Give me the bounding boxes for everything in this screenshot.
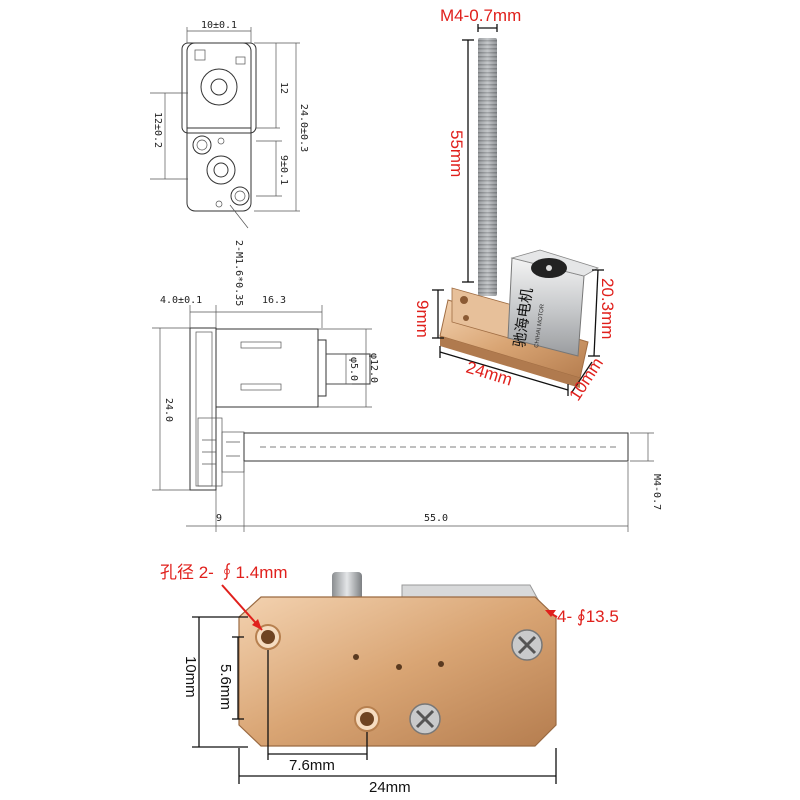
motor-photo-top: 驰海电机 CHIHAI MOTOR M4-0.7mm 55mm 20.3mm 9…: [413, 6, 617, 404]
top-width-dim: 10±0.1: [201, 20, 237, 31]
top-view-drawing: 10±0.1 12 24.0±0.3 12±0.2 9±0.1 2-M1.6*0…: [150, 20, 309, 306]
height-label: 20.3mm: [598, 278, 617, 339]
height-label-bottom: 10mm: [182, 656, 199, 698]
screw-note: 2-M1.6*0.35: [233, 240, 244, 306]
plate-photo-bottom: 孔径 2- ∮1.4mm 4- ∮13.5 10mm 5.6mm 7.6mm 2…: [160, 563, 619, 796]
thread-dim: M4-0.7: [651, 474, 662, 510]
corner-label: 4- ∮13.5: [557, 607, 619, 626]
hole-pitch-dim: 9±0.1: [278, 155, 289, 185]
motor-length-dim: 16.3: [262, 295, 286, 306]
shaft-dia-dim: φ5.0: [348, 357, 359, 381]
plate-thickness-dim: 4.0±0.1: [160, 295, 202, 306]
side-view-drawing: 4.0±0.1 16.3 24.0 φ5.0 φ12.0 M4-0.7 9 55…: [152, 295, 662, 532]
half-height-dim: 12: [278, 82, 289, 94]
hole-label: 孔径 2- ∮1.4mm: [160, 563, 288, 582]
height-dim: 24.0: [163, 398, 174, 422]
total-height-dim: 24.0±0.3: [298, 104, 309, 152]
screw-length-label: 55mm: [447, 130, 466, 177]
gear-height-label: 9mm: [413, 300, 432, 338]
motor-dia-dim: φ12.0: [368, 353, 379, 383]
left-height-dim: 12±0.2: [152, 112, 163, 148]
hole-offset-label: 5.6mm: [217, 664, 234, 710]
screw-length-dim: 55.0: [424, 513, 448, 524]
gear-dim: 9: [216, 513, 222, 524]
thread-label: M4-0.7mm: [440, 6, 521, 25]
hole-spacing-label: 7.6mm: [289, 757, 335, 774]
length-label-bottom: 24mm: [369, 779, 411, 796]
